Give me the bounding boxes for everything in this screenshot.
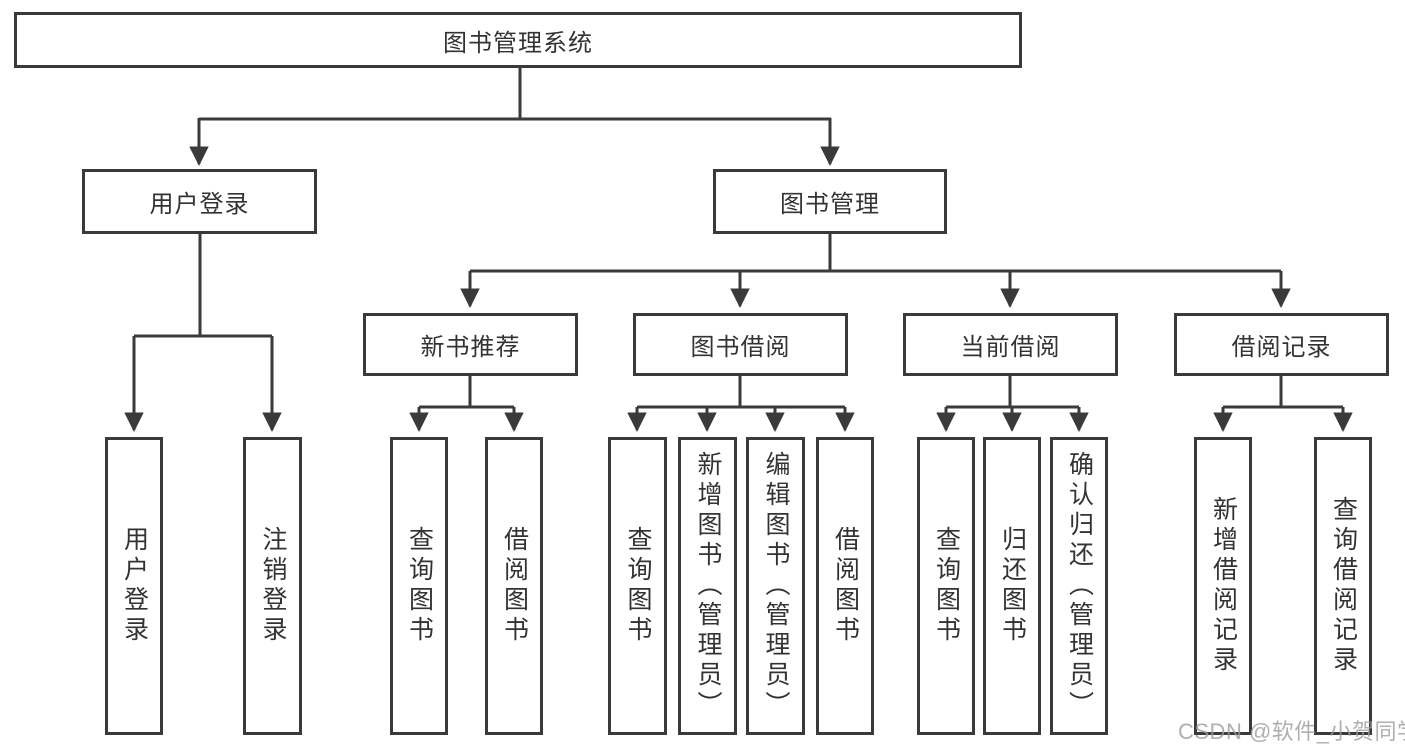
leaf-records-query-record: 查询借阅记录: [1314, 437, 1372, 735]
node-current-borrow: 当前借阅: [903, 313, 1118, 376]
connector-bookborrow-spine: [637, 375, 845, 409]
csdn-watermark: CSDN @软件_小贺同学: [1178, 719, 1405, 744]
node-borrow-records: 借阅记录: [1174, 313, 1389, 376]
node-user-login-branch: 用户登录: [82, 169, 317, 234]
node-root-system: 图书管理系统: [14, 12, 1022, 68]
node-new-book-rec: 新书推荐: [363, 313, 578, 376]
leaf-current-confirm-return-admin: 确认归还（管理员）: [1050, 437, 1108, 735]
leaf-user-login: 用户登录: [105, 437, 163, 735]
leaf-current-return-books: 归还图书: [983, 437, 1041, 735]
node-book-mgmt-branch: 图书管理: [713, 169, 947, 234]
leaf-newbook-query-books: 查询图书: [390, 437, 448, 735]
connector-userlogin-spine: [134, 233, 272, 338]
leaf-records-add-record: 新增借阅记录: [1194, 437, 1252, 735]
connector-newbook-spine: [419, 375, 514, 409]
connector-bookmgmt-spine: [470, 233, 1281, 273]
leaf-borrow-borrow-books: 借阅图书: [816, 437, 874, 735]
leaf-newbook-borrow-books: 借阅图书: [485, 437, 543, 735]
connector-records-spine: [1223, 375, 1343, 409]
leaf-borrow-edit-books-admin: 编辑图书（管理员）: [746, 437, 805, 735]
leaf-borrow-add-books-admin: 新增图书（管理员）: [678, 437, 737, 735]
node-book-borrow: 图书借阅: [633, 313, 848, 376]
leaf-logout: 注销登录: [243, 437, 302, 735]
leaf-current-query-books: 查询图书: [917, 437, 975, 735]
leaf-borrow-query-books: 查询图书: [608, 437, 667, 735]
connector-root-spine: [199, 67, 831, 121]
connector-currentborrow-spine: [946, 375, 1079, 409]
